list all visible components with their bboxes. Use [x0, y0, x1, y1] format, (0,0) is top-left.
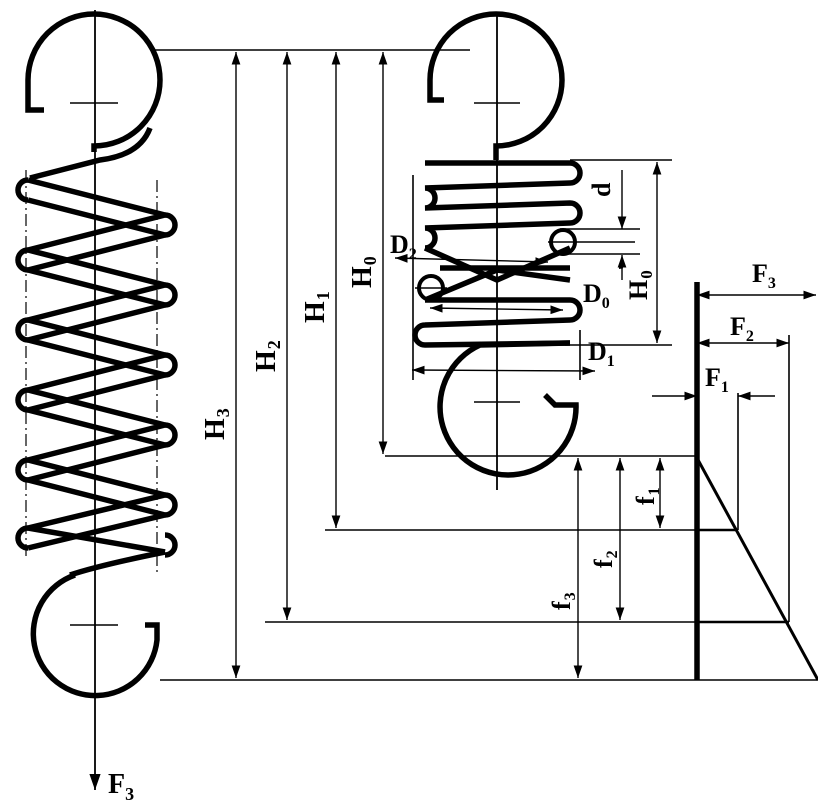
label-f2: f2	[589, 550, 621, 568]
coil-loop	[15, 387, 29, 413]
label-F3-load: F3	[108, 769, 134, 804]
loaded-spring	[15, 10, 178, 790]
dim-D2	[394, 253, 549, 267]
coil-loop	[15, 457, 29, 483]
coil-loop	[15, 525, 29, 551]
bottom-hook	[30, 572, 160, 699]
load-line	[695, 457, 818, 681]
coil-loop	[164, 212, 178, 238]
label-H0: H0	[347, 256, 380, 288]
coil-loop	[164, 282, 178, 308]
force-diagram	[573, 282, 818, 681]
label-H3: H3	[200, 408, 233, 440]
coil-loop	[164, 492, 178, 518]
label-f1: f1	[631, 487, 663, 505]
label-H1: H1	[300, 291, 333, 323]
label-D0: D0	[583, 279, 610, 312]
dim-D1	[411, 365, 596, 376]
free-spring	[412, 11, 635, 490]
left-coils	[15, 177, 178, 558]
label-H0-prime: H0'	[615, 266, 656, 300]
label-D1: D1	[588, 337, 615, 370]
diameter-dimensions	[394, 170, 640, 380]
label-D2: D2	[390, 230, 417, 263]
label-d: d	[587, 182, 616, 197]
coil-tight-bottom	[412, 297, 583, 348]
extension-lines	[150, 49, 818, 681]
top-hook	[427, 11, 565, 160]
coil-loop	[164, 532, 178, 558]
labels: H3 H2 H1 H0 H0' D2 D0 D1 d F3 F2 F1 F3 f…	[108, 182, 776, 804]
coil-loop	[15, 317, 29, 343]
bottom-hook-neck	[69, 549, 166, 578]
coil-loop	[15, 177, 29, 203]
coil-spread-lower	[423, 267, 571, 303]
height-dimensions	[231, 51, 662, 678]
coil-tight-top	[424, 160, 583, 251]
top-hook-neck	[29, 126, 153, 181]
label-F1: F1	[705, 363, 729, 396]
coil-front-wire	[27, 177, 166, 555]
label-F2: F2	[730, 312, 754, 345]
coil-loop	[15, 247, 29, 273]
label-F3: F3	[752, 259, 776, 292]
top-hook	[25, 11, 163, 152]
label-f3: f3	[547, 592, 579, 610]
coil-loop	[164, 422, 178, 448]
coil-loop	[164, 352, 178, 378]
label-H2: H2	[251, 340, 284, 372]
bottom-hook	[437, 340, 579, 478]
dim-D0	[429, 303, 564, 315]
